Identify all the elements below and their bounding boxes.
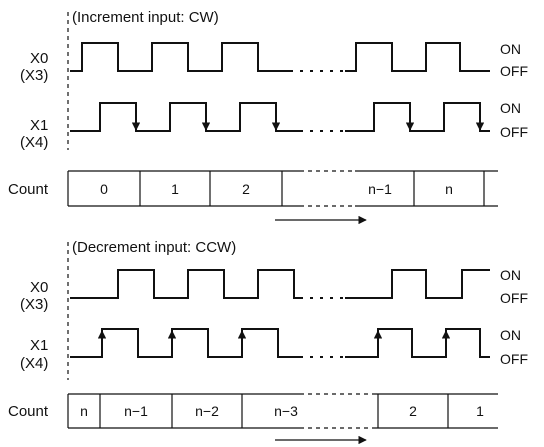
increment-x4-label: (X4) bbox=[20, 134, 48, 151]
decrement-x0-on-label: ON bbox=[500, 267, 521, 283]
decrement-x0-label: X0 bbox=[30, 279, 48, 296]
decrement-count-row: n n−1 n−2 n−3 2 1 bbox=[67, 393, 498, 429]
increment-count-row: 0 1 2 n−1 n bbox=[67, 170, 498, 207]
increment-x1-on-label: ON bbox=[500, 100, 521, 116]
increment-count-cell: n bbox=[445, 181, 453, 197]
increment-x0-on-label: ON bbox=[500, 41, 521, 57]
increment-section: (Increment input: CW) X0 (X3) ON OFF X1 … bbox=[8, 9, 528, 225]
increment-x1-label: X1 bbox=[30, 117, 48, 134]
increment-x0-waveform bbox=[70, 42, 490, 72]
decrement-x3-label: (X3) bbox=[20, 296, 48, 313]
increment-x3-label: (X3) bbox=[20, 67, 48, 84]
decrement-count-cell: 2 bbox=[409, 403, 417, 419]
decrement-count-cell: n−2 bbox=[195, 403, 219, 419]
increment-x1-off-label: OFF bbox=[500, 124, 528, 140]
increment-x0-label: X0 bbox=[30, 50, 48, 67]
decrement-x1-on-label: ON bbox=[500, 327, 521, 343]
increment-count-cell: 0 bbox=[100, 181, 108, 197]
decrement-caption: (Decrement input: CCW) bbox=[72, 239, 236, 256]
decrement-x1-waveform bbox=[70, 328, 490, 358]
decrement-x0-off-label: OFF bbox=[500, 290, 528, 306]
decrement-section: (Decrement input: CCW) X0 (X3) ON OFF X1… bbox=[8, 239, 528, 445]
decrement-x1-label: X1 bbox=[30, 337, 48, 354]
decrement-x1-off-label: OFF bbox=[500, 351, 528, 367]
decrement-count-cell: n bbox=[80, 403, 88, 419]
increment-x1-waveform bbox=[70, 102, 490, 132]
increment-x0-off-label: OFF bbox=[500, 63, 528, 79]
decrement-count-label: Count bbox=[8, 403, 49, 420]
decrement-count-cell: n−1 bbox=[124, 403, 148, 419]
increment-caption: (Increment input: CW) bbox=[72, 9, 219, 26]
decrement-count-cell: 1 bbox=[476, 403, 484, 419]
decrement-x0-waveform bbox=[70, 269, 490, 299]
decrement-x4-label: (X4) bbox=[20, 355, 48, 372]
increment-count-cell: n−1 bbox=[368, 181, 392, 197]
increment-count-cell: 1 bbox=[171, 181, 179, 197]
increment-count-label: Count bbox=[8, 181, 49, 198]
decrement-count-cell: n−3 bbox=[274, 403, 298, 419]
increment-count-cell: 2 bbox=[242, 181, 250, 197]
